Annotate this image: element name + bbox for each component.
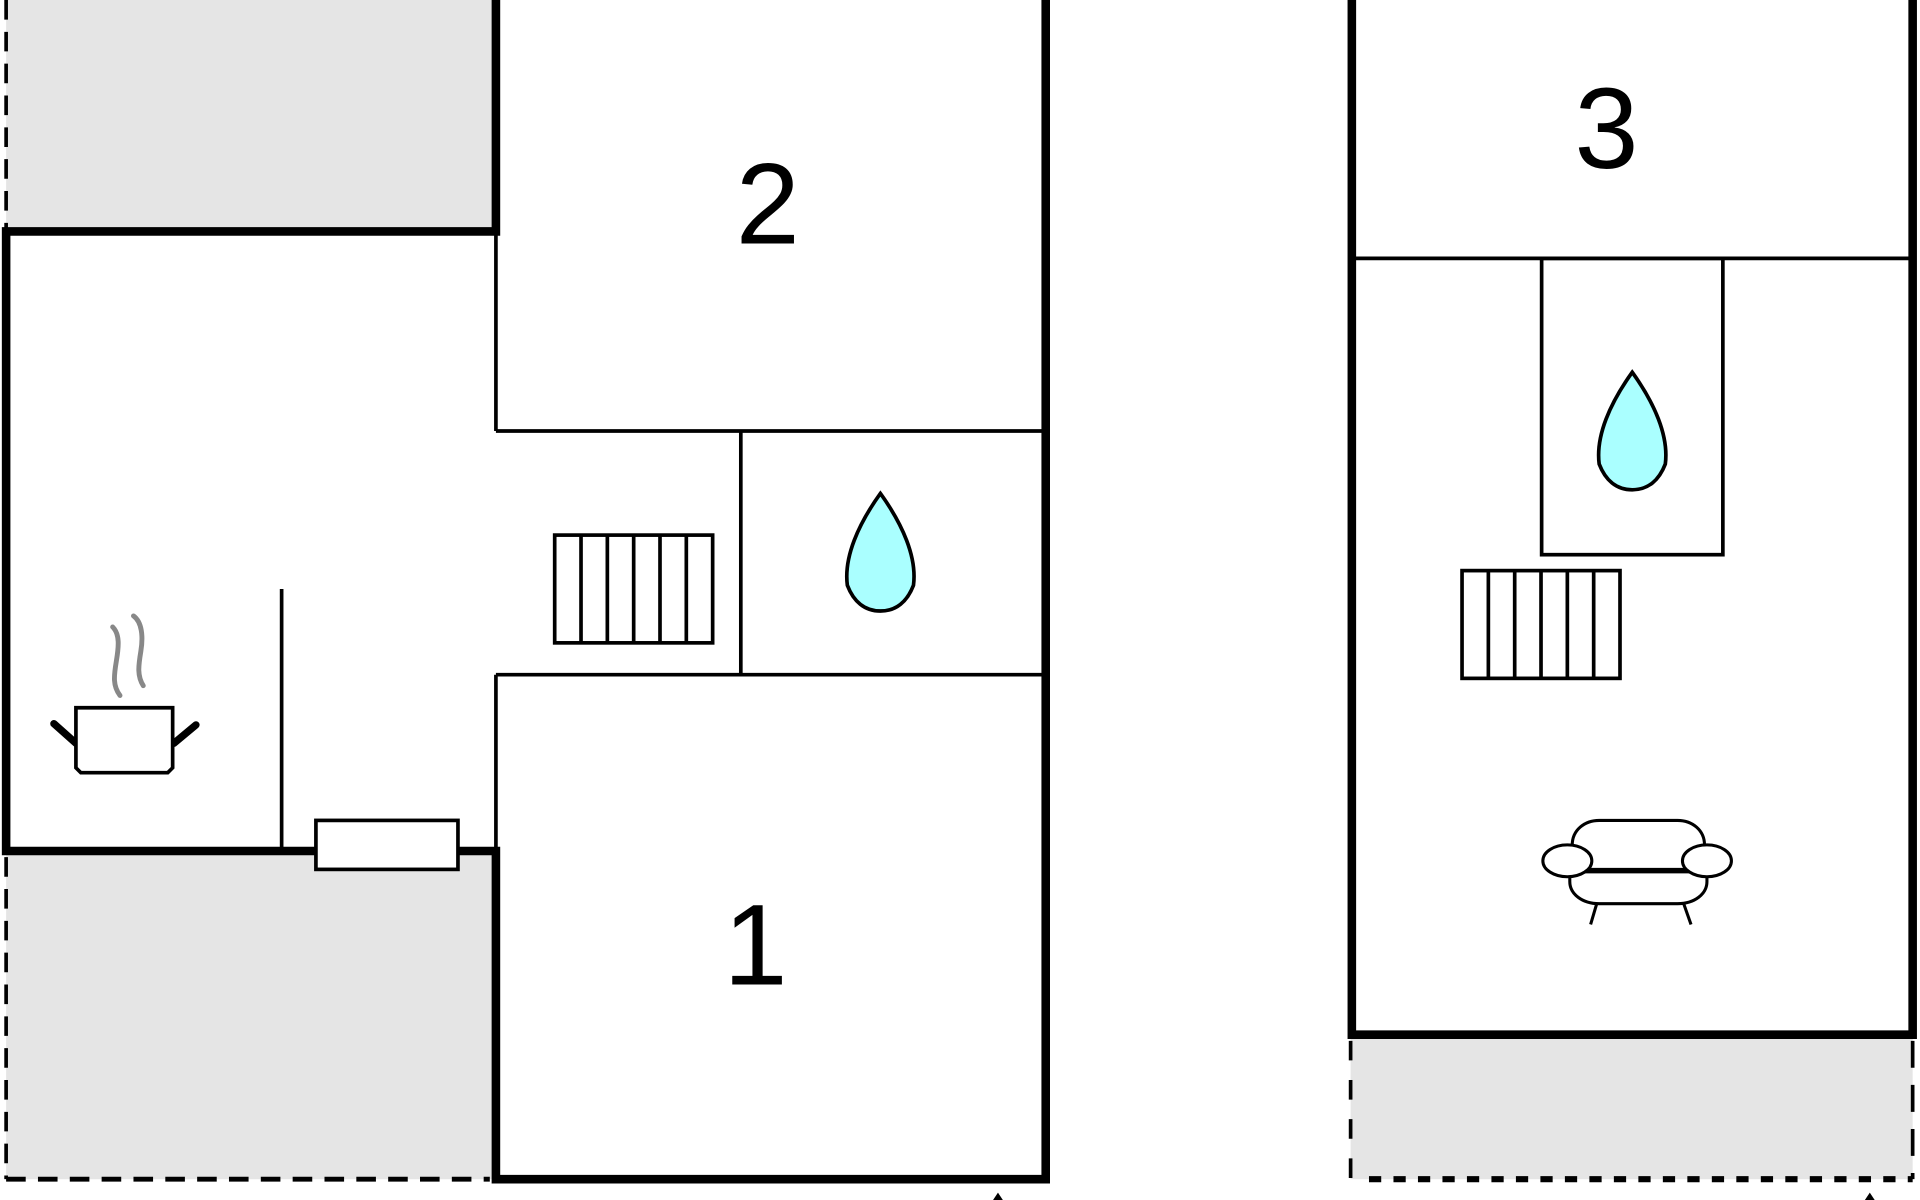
outdoor-area-bottom-right bbox=[1348, 1034, 1915, 1183]
left-building-walls bbox=[1, 0, 1050, 1184]
arrow-marker-icon bbox=[993, 1192, 1003, 1200]
radiator-icon bbox=[1460, 568, 1622, 681]
cooking-pot-icon bbox=[50, 613, 200, 775]
sofa-icon bbox=[1541, 818, 1733, 925]
outdoor-area-top-left bbox=[4, 0, 496, 232]
outdoor-area-bottom-left bbox=[4, 851, 496, 1182]
counter-icon bbox=[314, 818, 460, 872]
water-drop-icon bbox=[1596, 370, 1668, 492]
room-label-3: 3 bbox=[1575, 65, 1639, 193]
room-label-1: 1 bbox=[724, 881, 788, 1009]
water-drop-icon bbox=[844, 491, 916, 613]
arrow-marker-icon bbox=[1864, 1192, 1875, 1200]
radiator-icon bbox=[552, 533, 715, 645]
room-label-2: 2 bbox=[736, 141, 800, 269]
right-building-walls bbox=[1347, 0, 1917, 1039]
